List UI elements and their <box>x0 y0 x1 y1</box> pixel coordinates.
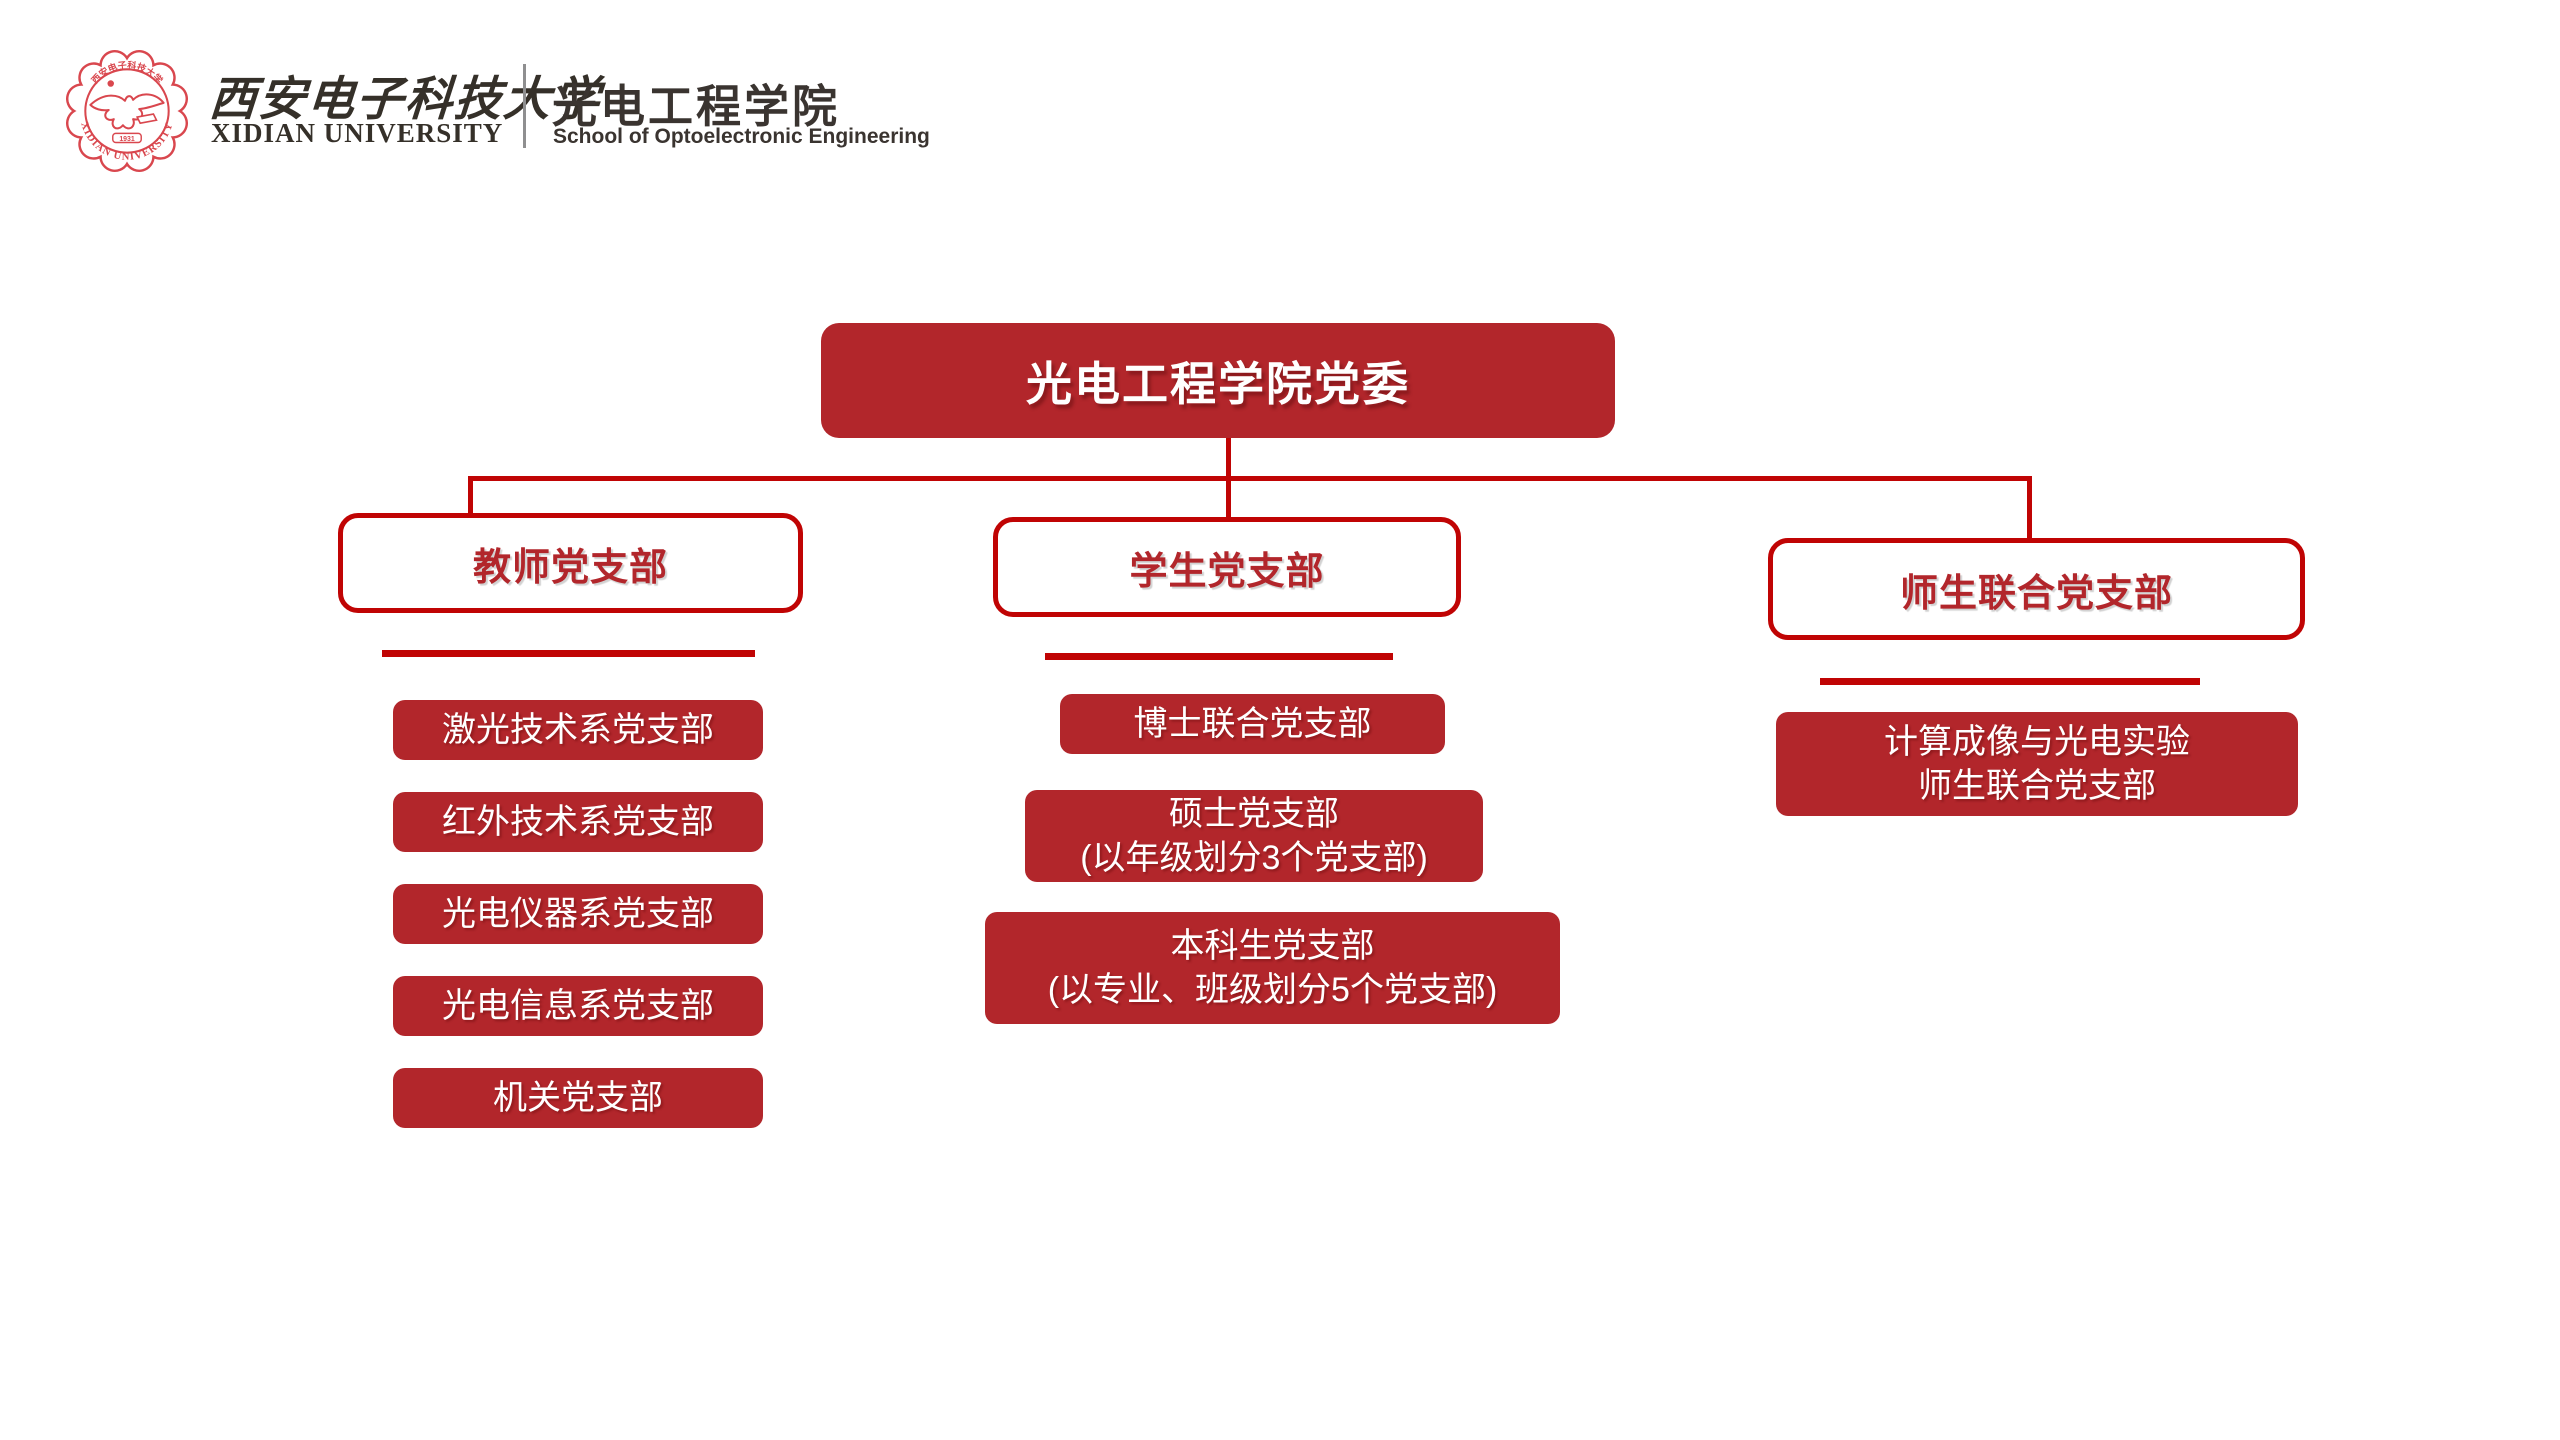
seal-dot <box>107 80 114 87</box>
org-node-laser-dept: 激光技术系党支部 <box>393 700 763 760</box>
seal-eagle-icon <box>89 93 165 130</box>
org-node-label-line2: 师生联合党支部 <box>1918 767 2156 805</box>
org-node-label-line2: (以专业、班级划分5个党支部) <box>1047 971 1498 1009</box>
org-node-label: 光电信息系党支部 <box>442 987 714 1025</box>
school-name-en: School of Optoelectronic Engineering <box>553 125 930 148</box>
connector-drop-student <box>1226 476 1231 520</box>
org-node-masters: 硕士党支部 (以年级划分3个党支部) <box>1025 790 1483 882</box>
university-name-en: XIDIAN UNIVERSITY <box>211 118 504 148</box>
connector-drop-joint <box>2027 476 2032 541</box>
root-node-party-committee: 光电工程学院党委 <box>821 323 1615 438</box>
org-node-label: 博士联合党支部 <box>1133 705 1372 743</box>
org-node-optoelectronic-instrument-dept: 光电仪器系党支部 <box>393 884 763 944</box>
branch-underline-teacher <box>382 650 755 657</box>
university-seal-logo: 西安电子科技大学 1931 XIDIAN UNIVERSITY <box>66 48 188 174</box>
branch-header-teacher: 教师党支部 <box>338 513 803 613</box>
org-node-label-line1: 硕士党支部 <box>1169 795 1339 833</box>
university-name-cn: 西安电子科技大学 <box>207 72 604 125</box>
seal-year: 1931 <box>119 136 135 143</box>
branch-header-joint: 师生联合党支部 <box>1768 538 2305 640</box>
org-node-computational-imaging-joint: 计算成像与光电实验 师生联合党支部 <box>1776 712 2298 816</box>
org-node-label-line2: (以年级划分3个党支部) <box>1080 839 1428 877</box>
org-node-infrared-dept: 红外技术系党支部 <box>393 792 763 852</box>
branch-header-student: 学生党支部 <box>993 517 1461 617</box>
seal-inner-ring <box>84 68 170 154</box>
org-node-label: 红外技术系党支部 <box>442 803 714 841</box>
org-node-undergraduate: 本科生党支部 (以专业、班级划分5个党支部) <box>985 912 1560 1024</box>
branch-underline-student <box>1045 653 1393 660</box>
org-node-label: 机关党支部 <box>493 1079 663 1117</box>
org-node-label-line1: 计算成像与光电实验 <box>1884 723 2190 761</box>
org-node-label: 激光技术系党支部 <box>442 711 714 749</box>
org-node-label-line1: 本科生党支部 <box>1170 927 1375 965</box>
header-divider <box>523 64 526 148</box>
org-node-doctoral-joint: 博士联合党支部 <box>1060 694 1445 754</box>
org-node-optoelectronic-information-dept: 光电信息系党支部 <box>393 976 763 1036</box>
connector-drop-teacher <box>468 476 473 516</box>
connector-rail <box>470 476 2032 481</box>
org-node-label: 光电仪器系党支部 <box>442 895 714 933</box>
seal-book-icon <box>135 113 158 125</box>
brand-header: 西安电子科技大学 1931 XIDIAN UNIVERSITY 西安电子科技大学… <box>0 0 2560 230</box>
seal-scallop-ring <box>66 50 188 172</box>
branch-underline-joint <box>1820 678 2200 685</box>
connector-root-stub <box>1226 438 1231 481</box>
org-node-administration: 机关党支部 <box>393 1068 763 1128</box>
school-name-cn: 光电工程学院 <box>552 81 841 132</box>
